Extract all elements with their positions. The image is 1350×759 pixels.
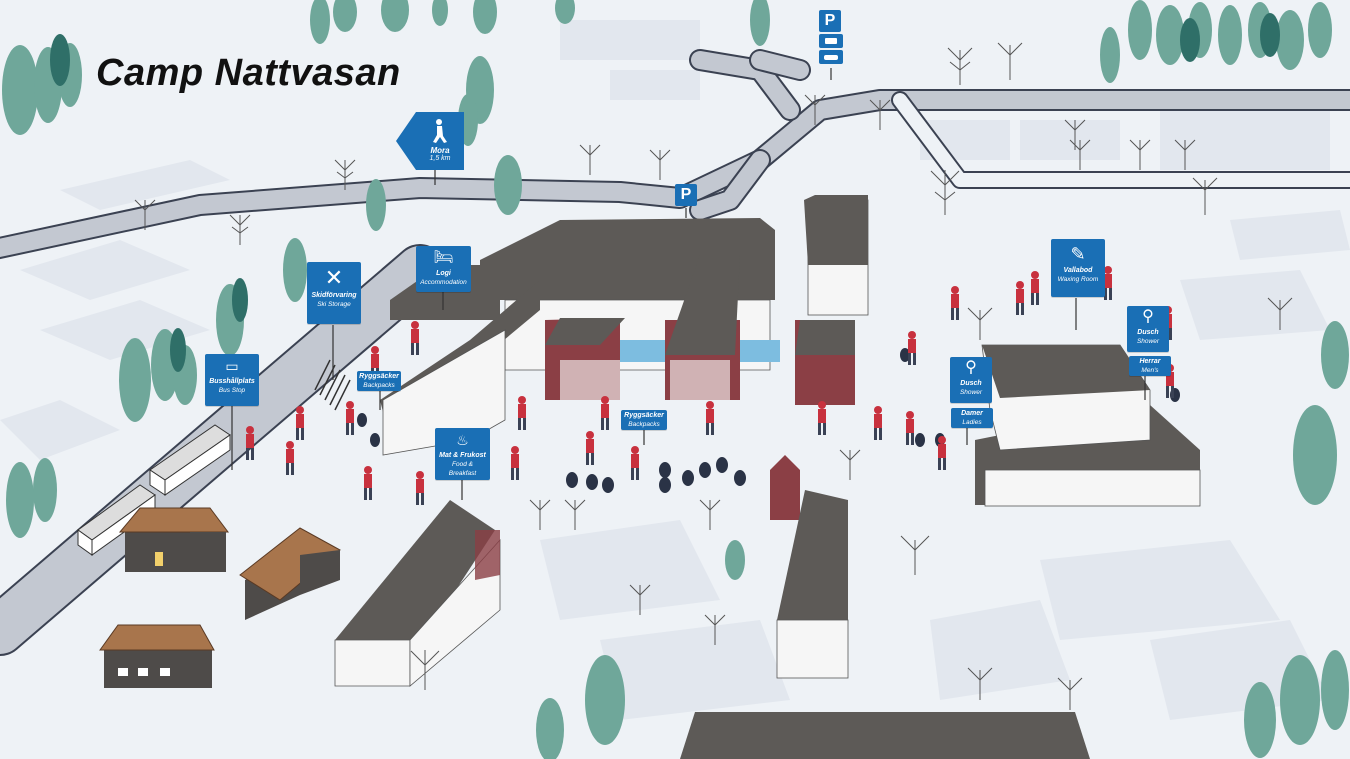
food-breakfast-sign: ♨ Mat & Frukost Food & Breakfast bbox=[435, 428, 490, 480]
car-icon bbox=[819, 50, 843, 64]
shower-men-label-sv: Dusch bbox=[1137, 329, 1159, 336]
bus-1 bbox=[149, 424, 231, 496]
waxing-room-sign: ✎ Vallabod Waxing Room bbox=[1051, 239, 1105, 297]
food-label-en: Food & Breakfast bbox=[448, 461, 477, 477]
backpacks-label-sv: Ryggsäcker bbox=[359, 373, 399, 380]
bus-icon: ▭ bbox=[225, 358, 239, 374]
bus-stop-label-en: Bus Stop bbox=[218, 387, 246, 394]
skis-icon: ✕ bbox=[324, 265, 344, 290]
food-label-sv: Mat & Frukost bbox=[439, 452, 486, 459]
backpacks-sign-1: Ryggsäcker Backpacks bbox=[357, 371, 401, 391]
cabin-1 bbox=[118, 507, 229, 572]
men-label-en: Men's bbox=[1141, 367, 1159, 374]
backpacks-label-en: Backpacks bbox=[363, 382, 395, 389]
food-bowl-icon: ♨ bbox=[456, 432, 469, 448]
left-arrow-sign-shape bbox=[396, 112, 464, 170]
bed-icon: 🛏 bbox=[433, 249, 454, 266]
bus-icon bbox=[819, 34, 843, 48]
shower-icon: ⚲ bbox=[965, 359, 977, 376]
walking-person-icon bbox=[433, 119, 447, 143]
barn-building bbox=[770, 455, 849, 679]
accommodation-label-sv: Logi bbox=[436, 270, 451, 277]
ski-storage-sign: ✕ Skidförvaring Ski Storage bbox=[307, 262, 361, 324]
bus-stop-label-sv: Busshållplats bbox=[209, 378, 255, 385]
bus-stop-sign: ▭ Busshållplats Bus Stop bbox=[205, 354, 259, 406]
accommodation-sign: 🛏 Logi Accommodation bbox=[416, 246, 471, 292]
parking-sign-top: P bbox=[819, 10, 843, 64]
shower-men-sign: ⚲ Dusch Shower bbox=[1127, 306, 1169, 352]
shower-men-label-en: Shower bbox=[1136, 338, 1160, 345]
main-building bbox=[380, 195, 869, 456]
bare-trees bbox=[134, 42, 1293, 710]
mora-sign-distance: 1,5 km bbox=[429, 155, 451, 162]
shower-icon: ⚲ bbox=[1142, 308, 1154, 325]
men-label-sv: Herrar bbox=[1139, 358, 1161, 365]
conifer-trees-dark bbox=[50, 13, 1280, 372]
mora-sign-label: Mora bbox=[430, 146, 450, 155]
shower-women-sign: ⚲ Dusch Shower bbox=[950, 357, 992, 403]
sign-posts bbox=[231, 68, 1146, 500]
waxing-label-en: Waxing Room bbox=[1057, 276, 1099, 283]
sports-hall-building bbox=[975, 344, 1201, 507]
parking-label: P bbox=[819, 10, 841, 32]
cabin-2 bbox=[239, 527, 341, 620]
map-title: Camp Nattvasan bbox=[96, 52, 401, 94]
women-label-en: Ladies bbox=[962, 419, 982, 426]
shower-women-label-sv: Dusch bbox=[960, 380, 982, 387]
bottom-building bbox=[680, 712, 1090, 759]
backpacks-label-sv: Ryggsäcker bbox=[624, 412, 664, 419]
waxing-label-sv: Vallabod bbox=[1063, 267, 1093, 274]
ski-storage-label-sv: Skidförvaring bbox=[311, 292, 357, 299]
mora-direction-sign: Mora 1,5 km bbox=[396, 112, 464, 170]
wax-icon: ✎ bbox=[1070, 244, 1086, 264]
shower-women-label-en: Shower bbox=[959, 389, 983, 396]
people bbox=[246, 266, 1174, 505]
men-label-sign: Herrar Men's bbox=[1129, 356, 1171, 376]
women-label-sv: Damer bbox=[961, 410, 983, 417]
parking-sign-mid: P bbox=[675, 184, 697, 206]
food-hall-building bbox=[334, 500, 501, 687]
women-label-sign: Damer Ladies bbox=[951, 408, 993, 428]
backpacks-label-en: Backpacks bbox=[628, 421, 660, 428]
backpacks-sign-2: Ryggsäcker Backpacks bbox=[621, 410, 667, 430]
ski-storage-label-en: Ski Storage bbox=[317, 301, 351, 308]
accommodation-label-en: Accommodation bbox=[420, 279, 467, 286]
cabin-3 bbox=[99, 624, 215, 688]
